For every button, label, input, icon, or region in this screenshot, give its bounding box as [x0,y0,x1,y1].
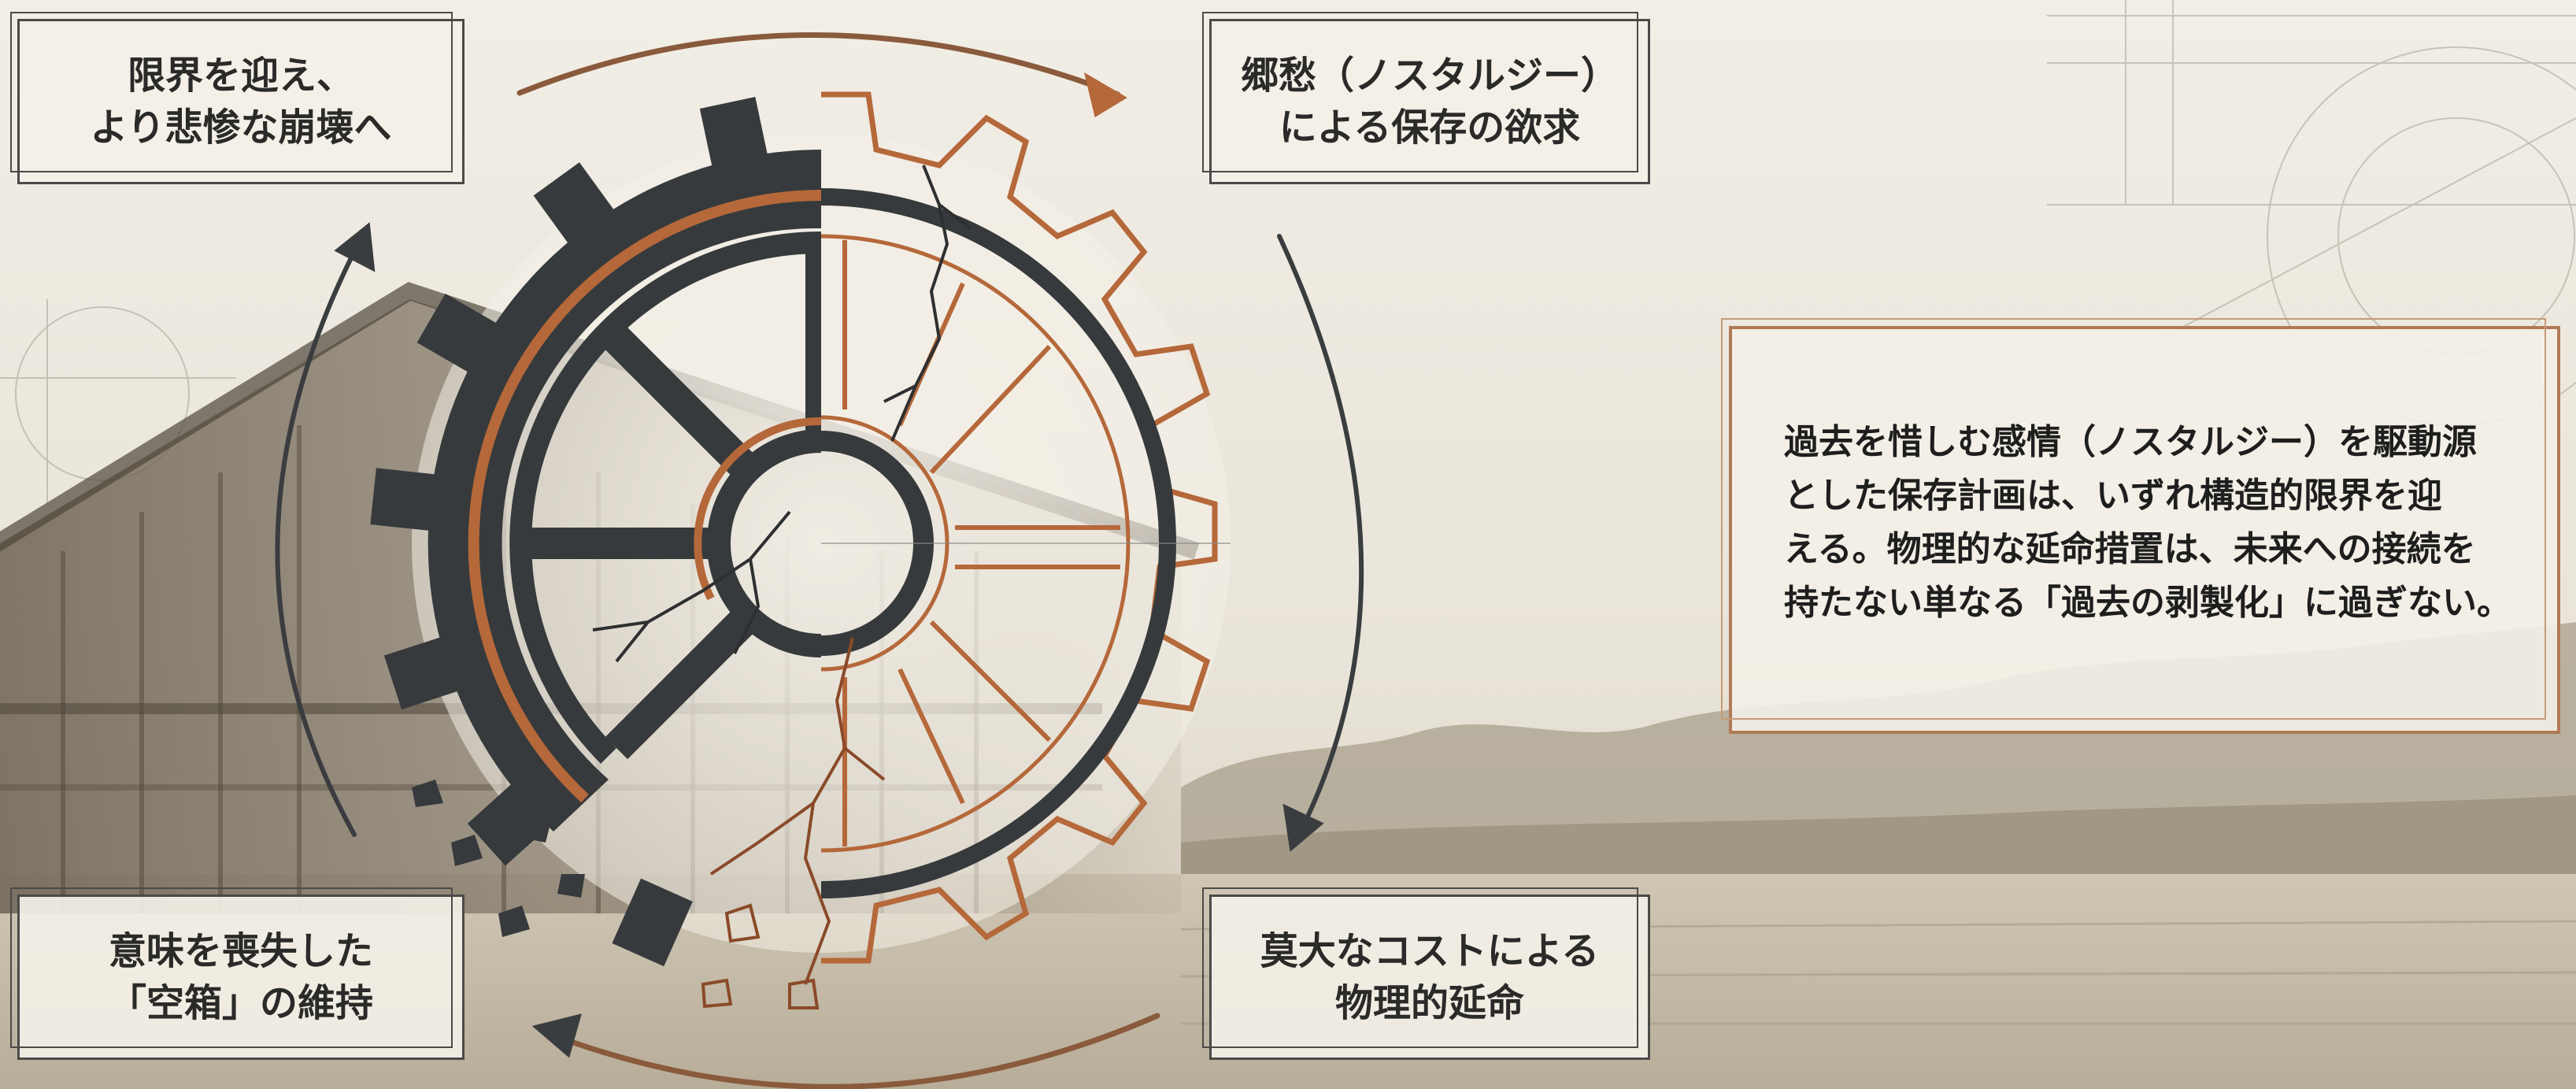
cycle-step-collapse: 限界を迎え、 より悲惨な崩壊へ [10,12,464,184]
cycle-arrow-icon [275,32,1364,1089]
cycle-step-nostalgia-line1: 郷愁（ノスタルジー） [1240,54,1619,98]
cycle-step-life-extension: 莫大なコストによる 物理的延命 [1202,887,1650,1060]
cycle-step-empty-box: 意味を喪失した 「空箱」の維持 [10,887,464,1060]
cycle-step-collapse-line1: 限界を迎え、 [127,54,354,98]
description-line: とした保存計画は、いずれ構造的限界を迎 [1784,476,2442,516]
cycle-step-empty-box-line2: 「空箱」の維持 [108,981,373,1025]
description-line: 過去を惜しむ感情（ノスタルジー）を駆動源 [1784,422,2477,462]
description-line: 持たない単なる「過去の剥製化」に過ぎない。 [1784,583,2511,623]
cycle-step-life-extension-line1: 莫大なコストによる [1260,929,1600,973]
description-panel: 過去を惜しむ感情（ノスタルジー）を駆動源 とした保存計画は、いずれ構造的限界を迎… [1721,318,2560,734]
broken-gear-icon [370,91,1231,1009]
description-line: える。物理的な延命措置は、未来への接続を [1784,529,2476,569]
cycle-step-nostalgia-line2: による保存の欲求 [1279,106,1581,150]
cycle-step-nostalgia: 郷愁（ノスタルジー） による保存の欲求 [1202,12,1650,184]
cycle-step-life-extension-line2: 物理的延命 [1334,981,1524,1025]
cycle-step-empty-box-line1: 意味を喪失した [108,929,373,973]
cycle-step-collapse-line2: より悲惨な崩壊へ [90,106,392,150]
